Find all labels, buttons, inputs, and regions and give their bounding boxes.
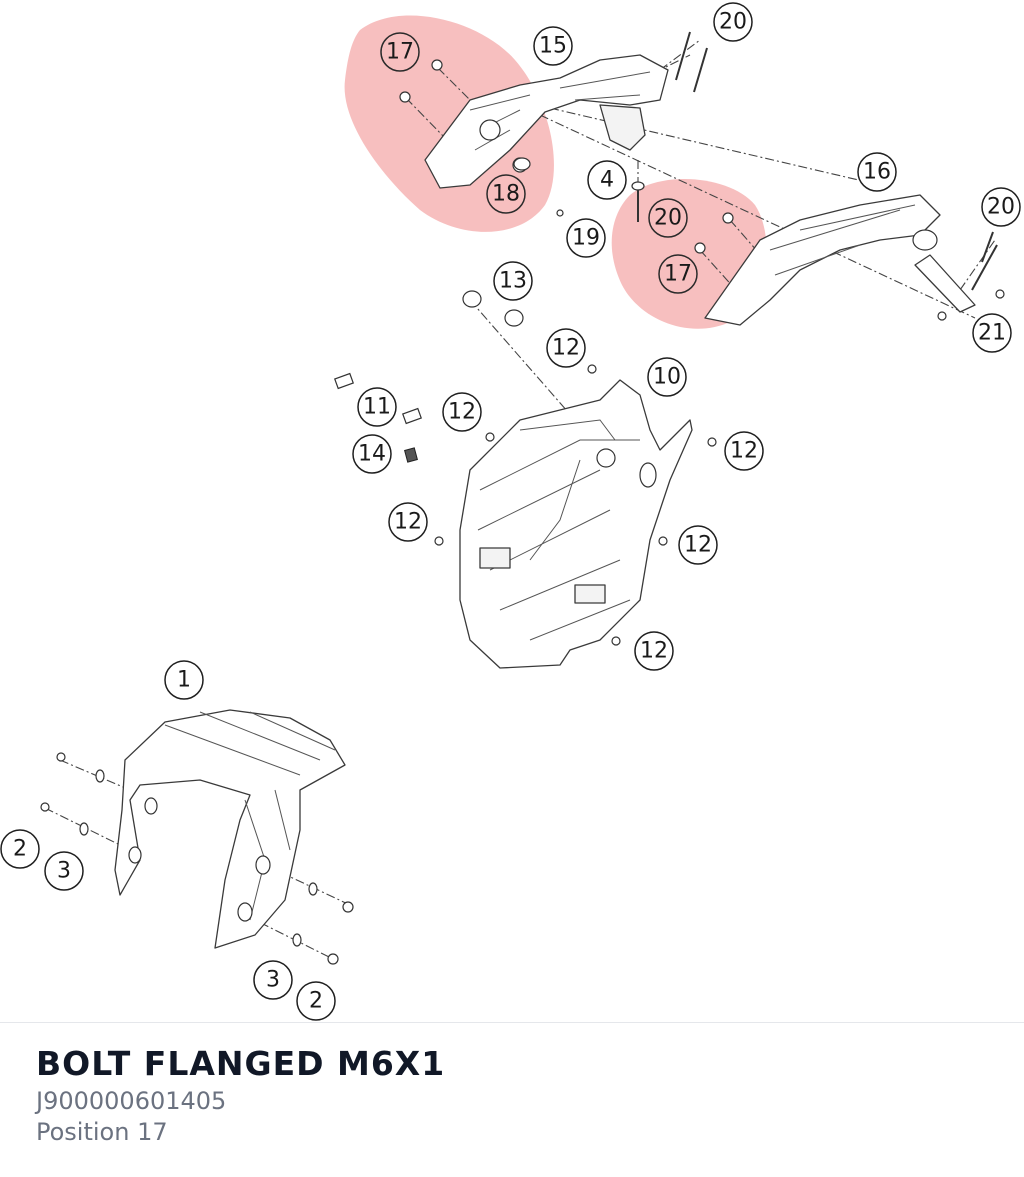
callout-2-left[interactable]: 2 — [0, 829, 40, 869]
callout-1[interactable]: 1 — [164, 660, 204, 700]
callout-21[interactable]: 21 — [972, 313, 1012, 353]
part-info-panel: BOLT FLANGED M6X1 J900000601405 Position… — [36, 1042, 996, 1148]
callout-19[interactable]: 19 — [566, 218, 606, 258]
part-title: BOLT FLANGED M6X1 — [36, 1044, 446, 1083]
callout-3-right[interactable]: 3 — [253, 960, 293, 1000]
svg-text:12: 12 — [394, 510, 422, 535]
callout-2-right[interactable]: 2 — [296, 981, 336, 1021]
fender-hardware — [40, 752, 354, 965]
svg-text:20: 20 — [654, 206, 682, 231]
svg-text:12: 12 — [552, 336, 580, 361]
callout-10[interactable]: 10 — [647, 357, 687, 397]
callout-20-mid[interactable]: 20 — [648, 198, 688, 238]
top-hardware — [399, 31, 1005, 321]
callout-20-right[interactable]: 20 — [981, 187, 1021, 227]
callout-3-left[interactable]: 3 — [44, 851, 84, 891]
svg-text:10: 10 — [653, 365, 681, 390]
svg-text:14: 14 — [358, 442, 386, 467]
callout-12-d[interactable]: 12 — [388, 502, 428, 542]
svg-text:18: 18 — [492, 182, 520, 207]
front-fender-part-1[interactable] — [114, 709, 346, 949]
parts-diagram: 17 15 20 4 18 19 20 17 16 20 21 13 12 10… — [0, 2, 1021, 1021]
svg-text:12: 12 — [448, 400, 476, 425]
svg-text:3: 3 — [57, 859, 71, 884]
svg-text:12: 12 — [730, 439, 758, 464]
callout-18[interactable]: 18 — [486, 174, 526, 214]
svg-text:1: 1 — [177, 668, 191, 693]
callout-14[interactable]: 14 — [352, 434, 392, 474]
callout-12-b[interactable]: 12 — [442, 392, 482, 432]
callouts: 17 15 20 4 18 19 20 17 16 20 21 13 12 10… — [0, 2, 1021, 1021]
part-number: J900000601405 — [36, 1087, 227, 1115]
svg-text:16: 16 — [863, 160, 891, 185]
svg-text:17: 17 — [664, 262, 692, 287]
svg-text:11: 11 — [363, 395, 391, 420]
svg-text:3: 3 — [266, 968, 280, 993]
callout-12-a[interactable]: 12 — [546, 328, 586, 368]
svg-text:15: 15 — [539, 34, 567, 59]
svg-text:19: 19 — [572, 226, 600, 251]
callout-4[interactable]: 4 — [587, 160, 627, 200]
callout-12-f[interactable]: 12 — [634, 631, 674, 671]
svg-text:20: 20 — [719, 10, 747, 35]
callout-17-left[interactable]: 17 — [380, 32, 420, 72]
callout-17-right[interactable]: 17 — [658, 254, 698, 294]
highlight-zone-left[interactable] — [344, 15, 554, 232]
info-divider — [0, 1022, 1024, 1023]
callout-20-top[interactable]: 20 — [713, 2, 753, 42]
svg-text:2: 2 — [309, 989, 323, 1014]
svg-text:20: 20 — [987, 195, 1015, 220]
rear-fender-part-10[interactable] — [459, 379, 693, 669]
part-position: Position 17 — [36, 1118, 168, 1146]
callout-16[interactable]: 16 — [857, 152, 897, 192]
svg-text:4: 4 — [600, 168, 614, 193]
svg-text:2: 2 — [13, 837, 27, 862]
plugs-part-13[interactable] — [462, 290, 524, 327]
callout-11[interactable]: 11 — [357, 387, 397, 427]
callout-15[interactable]: 15 — [533, 26, 573, 66]
subframe-left-part-15[interactable] — [424, 54, 669, 189]
svg-text:12: 12 — [640, 639, 668, 664]
callout-12-c[interactable]: 12 — [724, 431, 764, 471]
subframe-right-part-16[interactable] — [694, 194, 976, 326]
callout-12-e[interactable]: 12 — [678, 525, 718, 565]
svg-text:21: 21 — [978, 321, 1006, 346]
svg-text:12: 12 — [684, 533, 712, 558]
svg-text:13: 13 — [499, 269, 527, 294]
svg-text:17: 17 — [386, 40, 414, 65]
callout-13[interactable]: 13 — [493, 261, 533, 301]
clips-and-nuts — [334, 364, 717, 646]
